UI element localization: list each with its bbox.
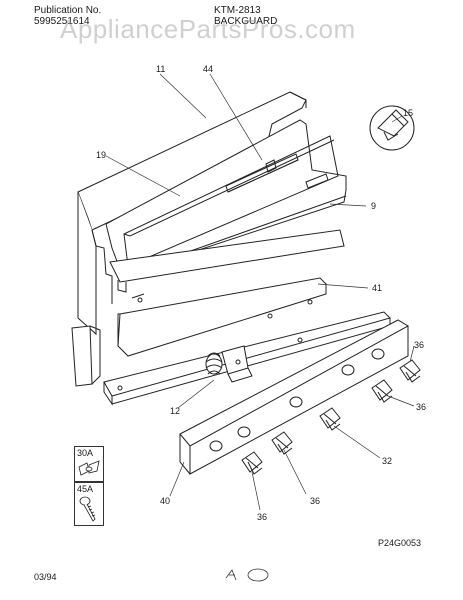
callout-41: 41 [372, 283, 383, 293]
display-window [123, 135, 339, 267]
callout-9: 9 [371, 201, 377, 211]
inset-45a: 45A [74, 482, 104, 526]
section-title: BACKGUARD [214, 16, 278, 27]
lower-sub-panel [109, 229, 345, 283]
callout-36-bottom: 36 [257, 512, 268, 522]
inset-30a: 30A [74, 446, 104, 482]
valve-switch-assembly [205, 345, 253, 383]
model-number: KTM-2813 [214, 5, 261, 16]
publication-label: Publication No. [34, 5, 102, 16]
wing-nut-icon [78, 460, 100, 476]
callout-32: 32 [382, 456, 393, 466]
callout-15: 15 [403, 108, 414, 118]
leader-lines [105, 73, 415, 511]
footer-date: 03/94 [34, 572, 57, 582]
callout-44: 44 [203, 64, 214, 74]
callout-11: 11 [156, 64, 166, 74]
diagram-code: P24G0053 [378, 538, 422, 548]
knob-2 [271, 431, 293, 455]
callout-19: 19 [96, 150, 107, 160]
knob-detail-circle [369, 105, 415, 151]
watermark: AppliancePartsPros.com [60, 14, 356, 44]
inset-30a-label: 30A [77, 448, 94, 458]
knob-3 [319, 407, 341, 431]
publication-number: 5995251614 [34, 16, 90, 27]
callout-36-right: 36 [416, 402, 427, 412]
callout-36-top: 36 [414, 340, 425, 350]
knob-1 [241, 451, 263, 475]
callout-36-middle: 36 [310, 496, 321, 506]
knob-4 [371, 379, 393, 403]
callout-12: 12 [170, 406, 181, 416]
knob-5 [399, 359, 421, 383]
inset-45a-label: 45A [77, 484, 94, 494]
callout-40: 40 [160, 496, 171, 506]
left-skirt [71, 325, 93, 387]
screw-icon [79, 496, 96, 522]
